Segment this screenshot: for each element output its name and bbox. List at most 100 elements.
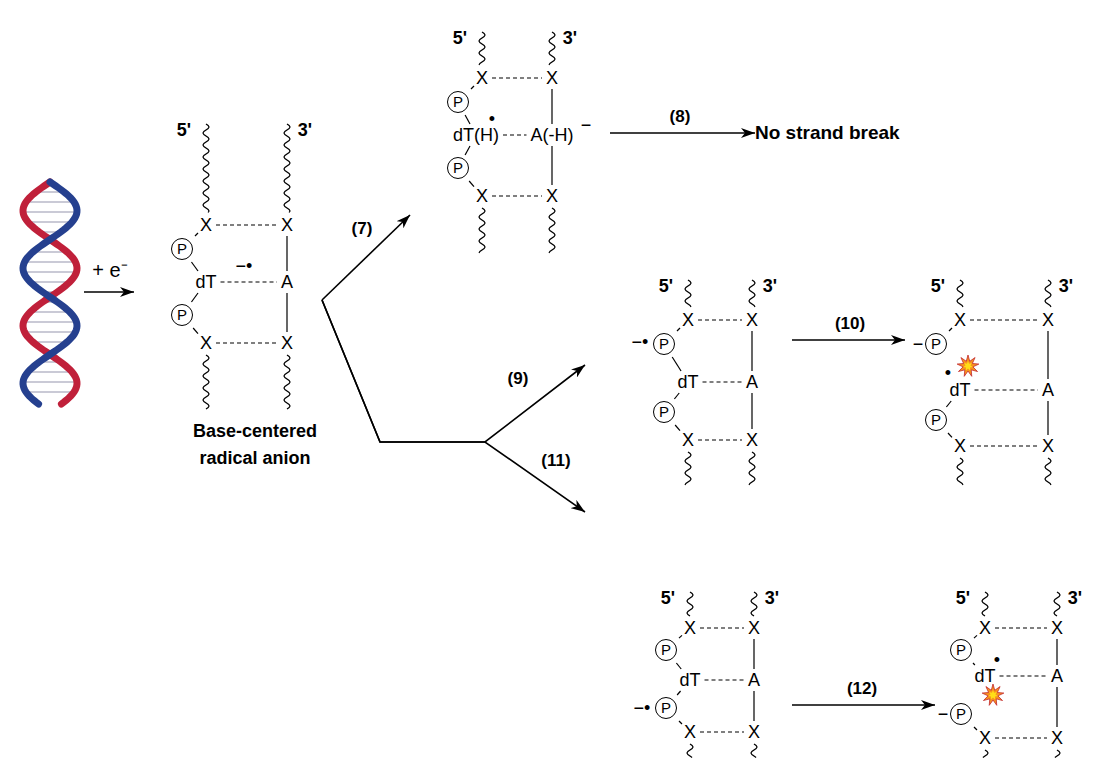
nucleotide-x: X bbox=[954, 311, 966, 329]
backbone-bond bbox=[675, 425, 680, 431]
three-prime-end: 3' bbox=[1059, 277, 1073, 295]
charge-radical-mark: − bbox=[581, 116, 592, 134]
strand-continuation bbox=[1045, 280, 1051, 307]
backbone-bond bbox=[193, 328, 198, 334]
nucleotide-x: X bbox=[748, 723, 760, 741]
step-number: (10) bbox=[833, 314, 867, 333]
structure-node: 5'3'XXPdTAPXX−• bbox=[585, 272, 792, 496]
strand-drawing bbox=[191, 124, 290, 409]
nucleotide-x: X bbox=[546, 187, 558, 205]
strand-break-burst bbox=[957, 355, 979, 376]
strand-drawing bbox=[973, 592, 1060, 758]
nucleotide-x: X bbox=[682, 431, 694, 449]
structure-node: 5'3'XXPdTAPXX−• bbox=[935, 505, 1090, 762]
phosphate-circle: P bbox=[655, 697, 677, 719]
strand-continuation bbox=[479, 32, 485, 65]
strand-continuation bbox=[983, 750, 988, 758]
hydrogen-bond bbox=[216, 224, 277, 225]
base-pair-rung bbox=[28, 221, 72, 223]
hydrogen-bond bbox=[703, 381, 742, 382]
backbone-bond bbox=[753, 691, 754, 721]
outcome-node: No strand break bbox=[755, 122, 900, 145]
structure-heading: Base-centered radical anion bbox=[170, 418, 340, 472]
strand-continuation bbox=[685, 452, 691, 485]
thymidine: dT bbox=[949, 381, 970, 399]
reaction-arrow bbox=[322, 300, 585, 512]
nucleotide-x: X bbox=[954, 437, 966, 455]
five-prime-end: 5' bbox=[177, 121, 191, 139]
three-prime-end: 3' bbox=[298, 121, 312, 139]
charge-radical-mark: −• bbox=[236, 257, 253, 275]
nucleotide-x: X bbox=[1042, 437, 1054, 455]
adenine: A(-H) bbox=[531, 126, 574, 144]
electron-arrow bbox=[84, 291, 134, 293]
nucleotide-x: X bbox=[476, 187, 488, 205]
adenine: A bbox=[281, 273, 293, 291]
five-prime-end: 5' bbox=[956, 589, 970, 607]
backbone-bond bbox=[973, 663, 975, 665]
strand-drawing bbox=[676, 592, 757, 758]
strand-continuation bbox=[685, 280, 691, 307]
strand-continuation bbox=[982, 592, 988, 616]
reaction-arrow bbox=[792, 704, 935, 706]
adenine: A bbox=[1051, 667, 1063, 685]
three-prime-end: 3' bbox=[563, 29, 577, 47]
nucleotide-x: X bbox=[1051, 619, 1063, 637]
helix-strand bbox=[23, 182, 77, 404]
backbone-bond bbox=[677, 328, 680, 331]
base-pair-rung bbox=[25, 331, 76, 333]
nucleotide-x: X bbox=[476, 69, 488, 87]
strand-continuation bbox=[751, 592, 757, 616]
strand-continuation bbox=[479, 208, 485, 253]
hydrogen-bond bbox=[698, 439, 742, 440]
backbone-bond bbox=[974, 727, 977, 730]
strand-continuation bbox=[749, 280, 755, 307]
base-pair-rung bbox=[26, 201, 74, 203]
backbone-bond bbox=[286, 236, 287, 271]
charge-radical-mark: −• bbox=[634, 699, 651, 717]
charge-radical-mark: • bbox=[945, 364, 951, 382]
five-prime-end: 5' bbox=[931, 277, 945, 295]
strand-continuation bbox=[203, 355, 209, 409]
five-prime-end: 5' bbox=[659, 277, 673, 295]
base-pair-rung bbox=[26, 391, 74, 393]
backbone-bond bbox=[551, 146, 552, 185]
strand-continuation bbox=[687, 744, 693, 758]
adenine: A bbox=[748, 671, 760, 689]
step-number: (11) bbox=[539, 451, 572, 470]
hydrogen-bond bbox=[700, 627, 744, 628]
backbone-bond bbox=[677, 691, 680, 695]
three-prime-end: 3' bbox=[765, 589, 779, 607]
base-pair-rung bbox=[30, 281, 69, 283]
nucleotide-x: X bbox=[281, 216, 293, 234]
backbone-bond bbox=[1047, 401, 1048, 435]
thymidine: dT bbox=[974, 667, 995, 685]
backbone-bond bbox=[751, 393, 752, 429]
strand-continuation bbox=[1055, 750, 1060, 758]
hydrogen-bond bbox=[970, 445, 1038, 446]
thymidine: dT bbox=[679, 671, 700, 689]
adenine: A bbox=[746, 373, 758, 391]
backbone-bond bbox=[751, 331, 752, 371]
reaction-arrow bbox=[322, 215, 410, 300]
hydrogen-bond bbox=[492, 77, 542, 78]
nucleotide-x: X bbox=[1042, 311, 1054, 329]
hydrogen-bond bbox=[698, 319, 742, 320]
phosphate-circle: P bbox=[655, 639, 677, 661]
phosphate-circle: P bbox=[653, 401, 675, 423]
base-pair-rung bbox=[30, 311, 69, 313]
strand-continuation bbox=[1054, 592, 1060, 616]
three-prime-end: 3' bbox=[763, 277, 777, 295]
reaction-arrow bbox=[792, 339, 905, 341]
backbone-bond bbox=[674, 393, 679, 399]
hydrogen-bond bbox=[700, 731, 744, 732]
backbone-bond bbox=[286, 293, 287, 332]
hydrogen-bond bbox=[492, 195, 542, 196]
strand-continuation bbox=[549, 208, 555, 253]
step-number: (7) bbox=[350, 219, 375, 238]
phosphate-circle: P bbox=[925, 333, 947, 355]
backbone-bond bbox=[465, 115, 470, 124]
structure-node: 5'3'XXPdTAPXX−•Base-centered radical ani… bbox=[140, 110, 322, 475]
